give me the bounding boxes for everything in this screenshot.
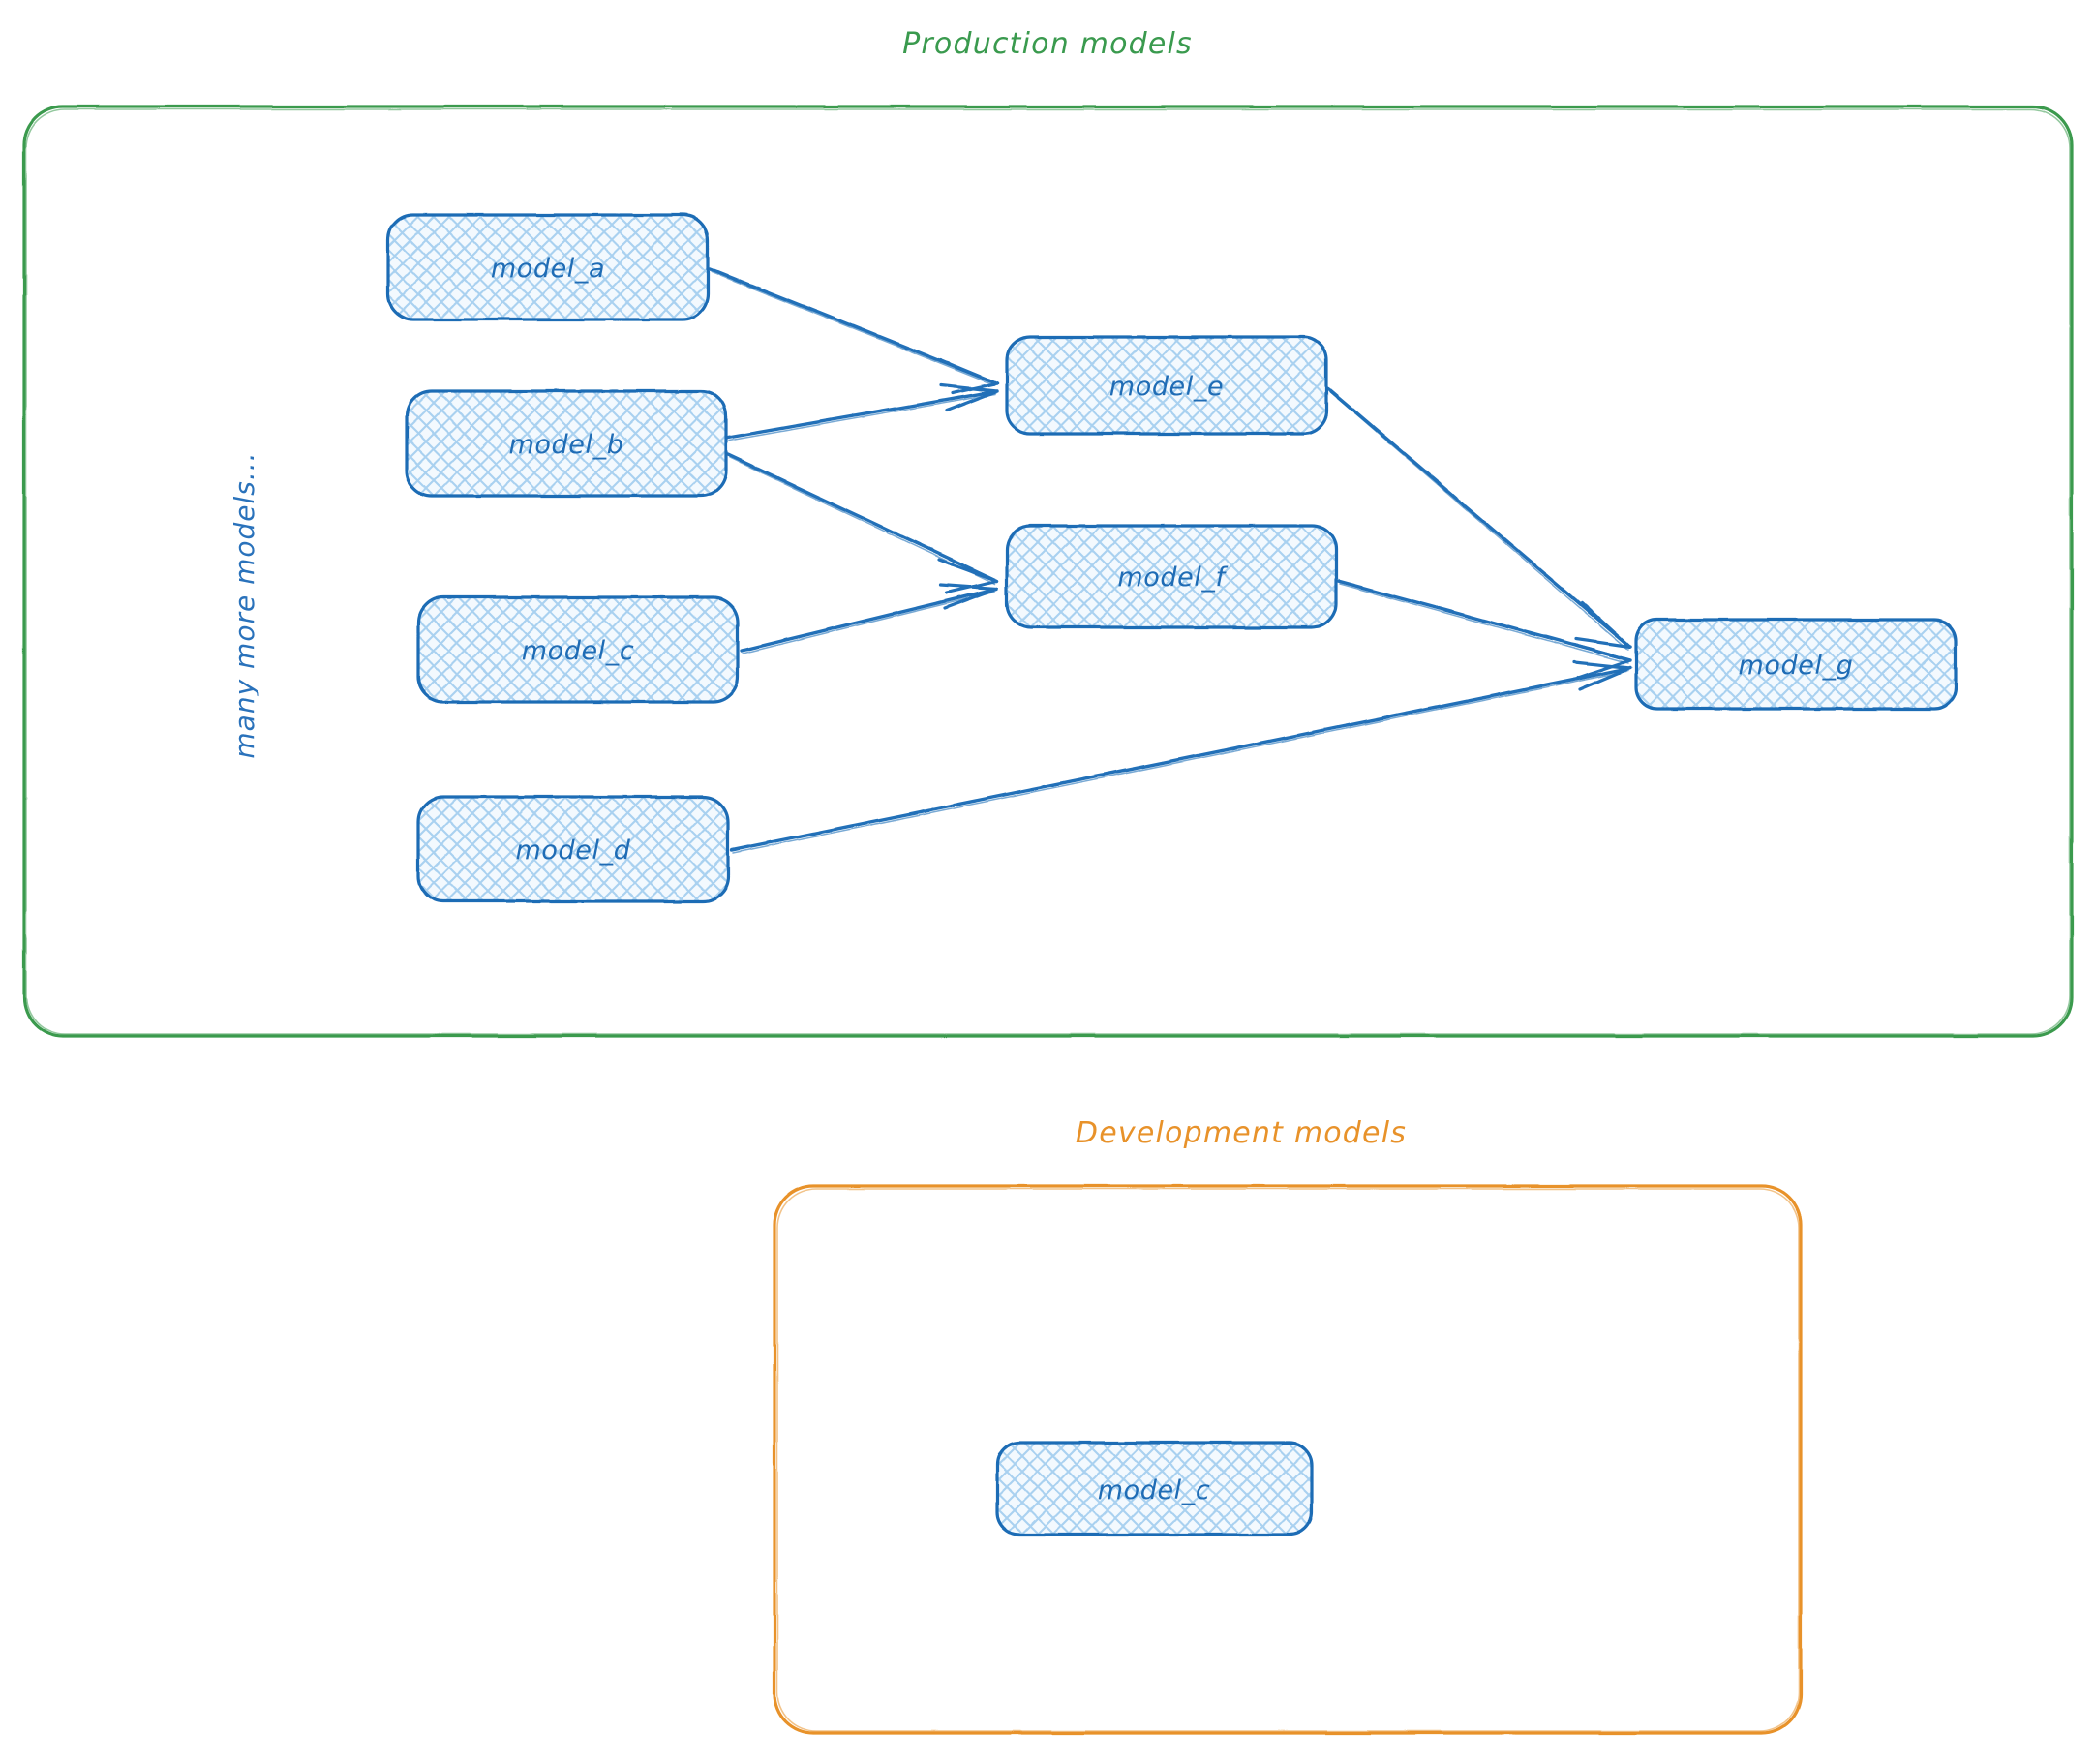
node-model-a-label: model_a [491,254,605,284]
node-model-c-dev-label: model_c [1098,1475,1211,1505]
node-model-f-shape[interactable] [1005,524,1338,629]
group-production [22,105,2074,1038]
node-model-c-dev-shape[interactable] [995,1441,1314,1536]
edge-model-d-to-model-g [730,660,1632,854]
node-model-c-shape[interactable] [416,595,740,704]
development-group-box [773,1184,1803,1735]
node-model-d[interactable]: model_d [416,795,730,903]
many-more-models-label: many more models... [228,451,260,758]
node-model-g-label: model_g [1739,651,1854,681]
node-model-a-shape[interactable] [386,213,710,321]
edge-layer [708,267,1632,854]
production-group-box-overstroke [25,108,2071,1035]
node-model-e-shape[interactable] [1005,335,1328,436]
node-model-e[interactable]: model_e [1005,335,1328,436]
edge-model-a-to-model-e [708,267,999,395]
node-model-g[interactable]: model_g [1634,618,1958,711]
edge-model-b-to-model-e [726,383,999,441]
node-model-c-label: model_c [522,636,635,666]
node-model-d-shape[interactable] [416,795,730,903]
production-group-box [22,105,2074,1038]
node-model-b-shape[interactable] [405,389,728,498]
edge-model-e-to-model-g [1326,387,1632,651]
development-group-box-overstroke [776,1188,1800,1732]
edge-model-b-to-model-f [726,453,999,594]
development-group-label: Development models [1076,1116,1407,1150]
node-model-c[interactable]: model_c [416,595,740,704]
node-model-b[interactable]: model_b [405,389,728,498]
node-model-f-label: model_f [1117,563,1228,593]
node-model-f[interactable]: model_f [1005,524,1338,629]
node-model-a[interactable]: model_a [386,213,710,321]
node-model-g-shape[interactable] [1634,618,1958,711]
node-model-b-label: model_b [509,430,624,460]
production-group-label: Production models [902,27,1193,61]
node-layer: model_a model_b model_c model_d [386,213,1958,1536]
edge-model-c-to-model-f [740,583,999,654]
node-model-e-label: model_e [1109,372,1224,402]
edge-model-f-to-model-g [1336,579,1632,680]
group-development [773,1184,1803,1735]
node-model-d-label: model_d [516,836,631,866]
node-model-c-dev[interactable]: model_c [995,1441,1314,1536]
